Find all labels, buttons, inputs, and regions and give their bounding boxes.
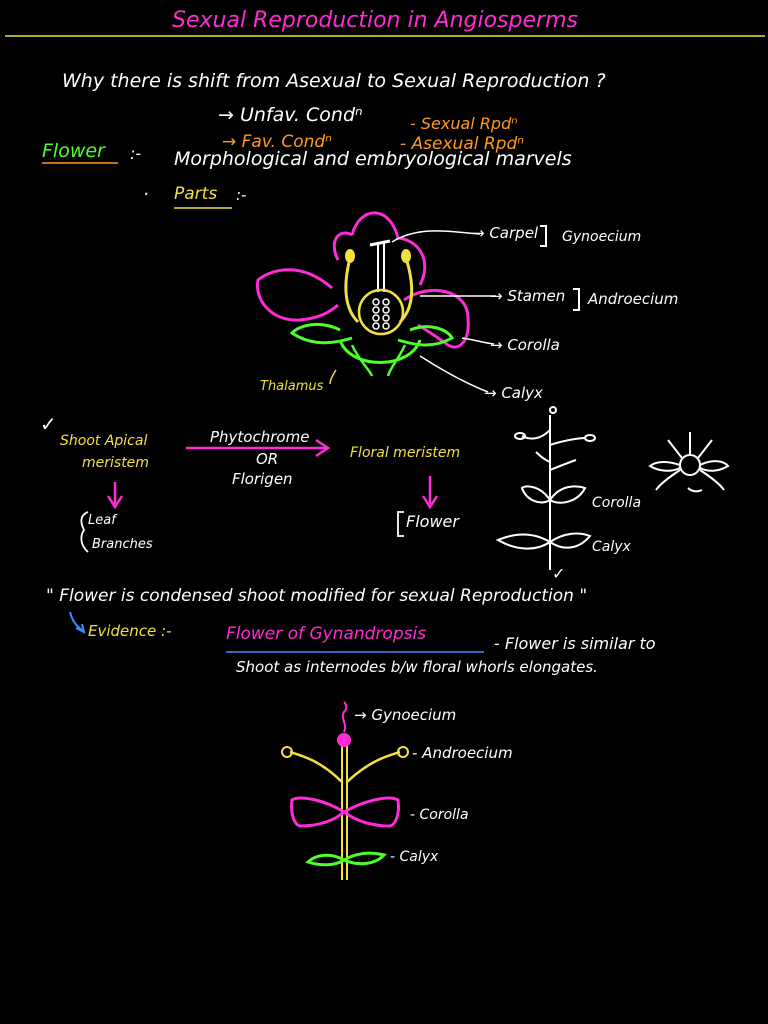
phytochrome-label: Phytochrome	[210, 428, 310, 446]
gyn-corolla-label: - Corolla	[410, 807, 469, 823]
similar-text: - Flower is similar to	[494, 634, 656, 653]
flower-colon: :-	[130, 144, 142, 163]
gyn-calyx-label: - Calyx	[390, 849, 439, 865]
shoot-sketch	[495, 406, 730, 570]
condensed-quote: " Flower is condensed shoot modified for…	[46, 586, 588, 606]
or-label: OR	[256, 450, 279, 468]
carpel-label: → Carpel	[472, 224, 539, 242]
leaf-label: Leaf	[88, 513, 116, 528]
flower-label: Flower	[42, 140, 105, 162]
parts-colon: :-	[236, 186, 247, 204]
fav-result: - Asexual Rpdⁿ	[400, 134, 525, 154]
corolla-label: → Corolla	[490, 336, 560, 354]
flower-description: Morphological and embryological marvels	[174, 148, 572, 170]
fav-condition: → Fav. Condⁿ	[222, 132, 332, 152]
shoot-line-text: Shoot as internodes b/w floral whorls el…	[236, 658, 598, 676]
unfav-result: - Sexual Rpdⁿ	[410, 114, 518, 133]
calyx-label: → Calyx	[484, 384, 543, 402]
gynoecium-label: Gynoecium	[562, 229, 642, 245]
gynandropsis-diagram	[281, 701, 409, 880]
page-title: Sexual Reproduction in Angiosperms	[172, 8, 578, 33]
shoot-corolla-label: Corolla	[592, 495, 642, 511]
florigen-label: Florigen	[232, 470, 293, 488]
floral-meristem-label: Floral meristem	[350, 445, 461, 461]
androecium-label: Androecium	[588, 290, 679, 308]
intro-question: Why there is shift from Asexual to Sexua…	[62, 70, 606, 92]
shoot-meristem-label: meristem	[82, 455, 149, 471]
shoot-calyx-label: Calyx	[592, 539, 631, 555]
parts-bullet: ·	[143, 184, 149, 205]
parts-label: Parts	[174, 184, 218, 204]
check-mark: ✓	[40, 412, 57, 436]
branches-label: Branches	[92, 537, 153, 552]
gynandropsis-label: Flower of Gynandropsis	[226, 624, 427, 644]
gyn-gynoecium-label: → Gynoecium	[354, 706, 457, 724]
unfav-condition: → Unfav. Condⁿ	[218, 104, 363, 126]
thalamus-label: Thalamus	[260, 379, 324, 394]
flower-result-label: Flower	[406, 512, 459, 531]
shoot-apical-label: Shoot Apical	[60, 433, 148, 449]
stamen-label: → Stamen	[490, 287, 566, 305]
check-mark-2: ✓	[552, 564, 566, 583]
flower-diagram	[255, 211, 580, 393]
evidence-label: Evidence :-	[88, 622, 172, 640]
evidence-arrow	[69, 611, 83, 631]
meristem-arrows	[80, 438, 439, 553]
gyn-androecium-label: - Androecium	[412, 744, 513, 762]
